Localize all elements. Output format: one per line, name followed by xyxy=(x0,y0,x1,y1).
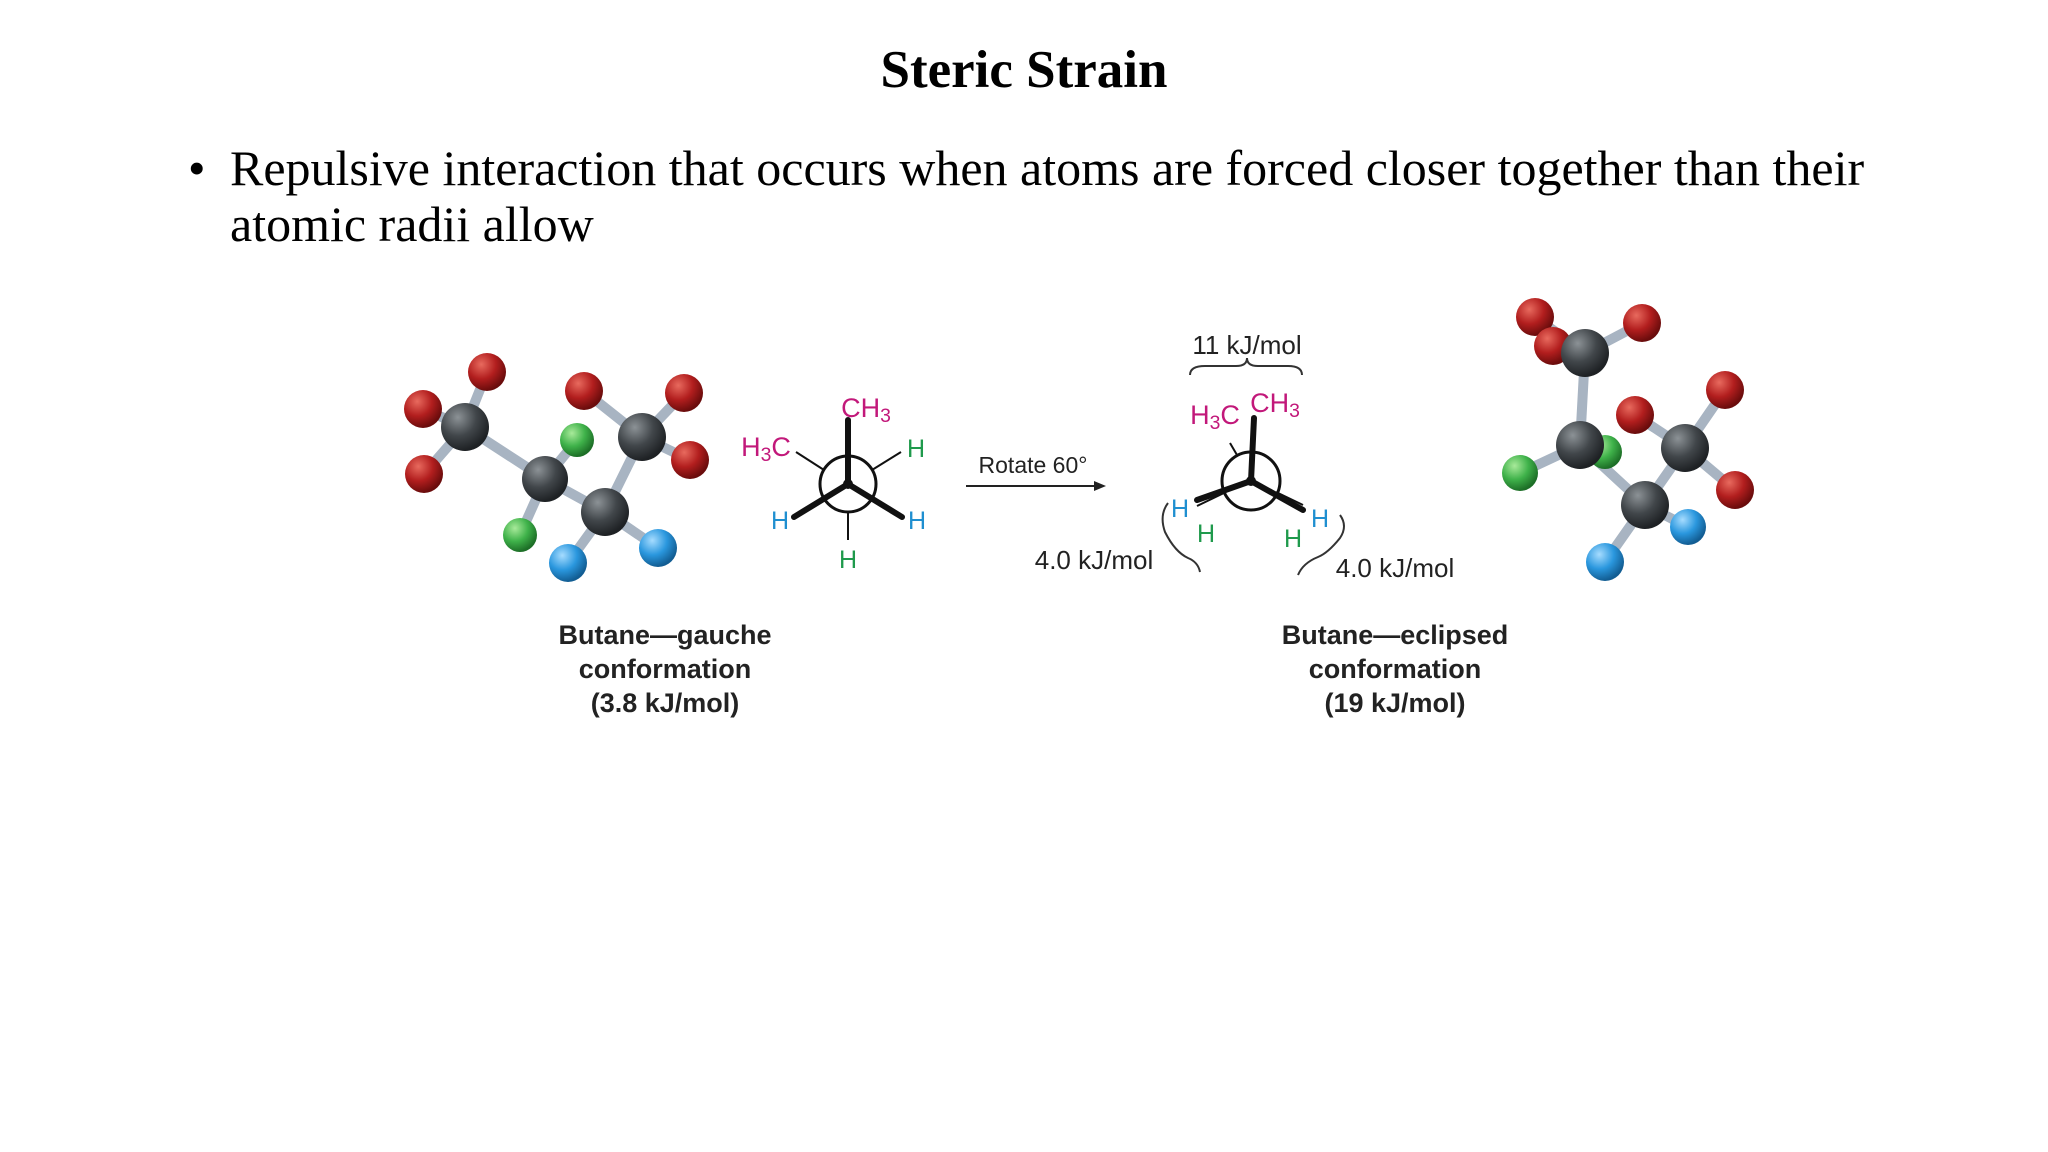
eclipsed-newman-projection: 11 kJ/mol H3C CH3 H H H H 4.0 kJ/mol 4.0… xyxy=(1035,330,1455,583)
gauche-bottom-h-label: H xyxy=(839,546,857,574)
eclipsed-h-right-back-label: H xyxy=(1311,505,1329,533)
rotate-label: Rotate 60° xyxy=(979,452,1088,478)
eclipsed-left-methyl-label: H3C xyxy=(1190,400,1240,434)
eclipsed-caption-line1: Butane—eclipsed xyxy=(1281,620,1509,650)
gauche-caption-line3: (3.8 kJ/mol) xyxy=(590,688,740,718)
slide-title: Steric Strain xyxy=(880,41,1168,99)
eclipsed-right-methyl-label: CH3 xyxy=(1250,388,1300,422)
gauche-caption-line1: Butane—gauche xyxy=(558,620,772,650)
gauche-ball-and-stick-model xyxy=(404,353,709,582)
left-strain-brace xyxy=(1161,502,1201,573)
bullet-text: Repulsive interaction that occurs when a… xyxy=(230,140,1865,252)
eclipsed-h-right-front-label: H xyxy=(1284,525,1302,553)
gauche-caption-line2: conformation xyxy=(578,654,752,684)
left-strain-label: 4.0 kJ/mol xyxy=(1035,545,1154,575)
gauche-top-methyl-label: CH3 xyxy=(841,393,891,427)
top-strain-brace xyxy=(1189,357,1303,376)
bullet-dot: • xyxy=(188,140,206,196)
right-strain-brace xyxy=(1297,514,1345,576)
eclipsed-ball-and-stick-model xyxy=(1502,298,1754,581)
gauche-left-methyl-label: H3C xyxy=(741,432,791,466)
eclipsed-caption-line3: (19 kJ/mol) xyxy=(1324,688,1466,718)
gauche-lower-right-h-label: H xyxy=(908,507,926,535)
gauche-upper-right-h-label: H xyxy=(907,435,925,463)
eclipsed-h-left-front-label: H xyxy=(1197,520,1215,548)
gauche-newman-projection: CH3 H3C H H H H xyxy=(741,393,926,574)
eclipsed-h-left-back-label: H xyxy=(1171,495,1189,523)
eclipsed-caption-line2: conformation xyxy=(1308,654,1482,684)
top-strain-label: 11 kJ/mol xyxy=(1192,330,1301,360)
eclipsed-caption: Butane—eclipsed conformation (19 kJ/mol) xyxy=(1225,618,1565,720)
gauche-caption: Butane—gauche conformation (3.8 kJ/mol) xyxy=(500,618,830,720)
rotate-arrow: Rotate 60° xyxy=(966,452,1106,491)
gauche-lower-left-h-label: H xyxy=(771,507,789,535)
right-strain-label: 4.0 kJ/mol xyxy=(1336,553,1455,583)
